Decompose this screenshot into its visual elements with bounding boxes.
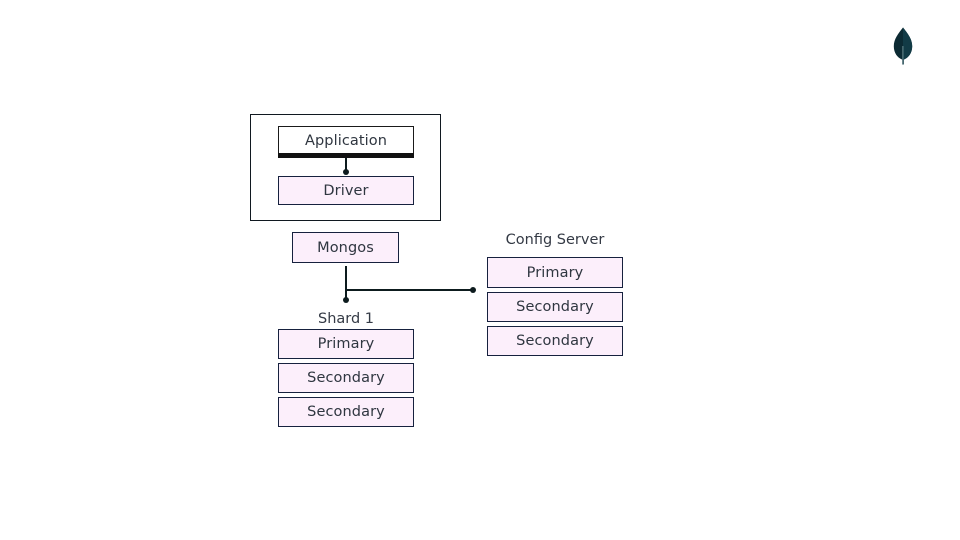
config-server-member-primary-label: Primary bbox=[526, 264, 584, 281]
connector-application-to-driver bbox=[345, 158, 347, 174]
shard-member-primary[interactable]: Primary bbox=[278, 329, 414, 359]
node-mongos-label: Mongos bbox=[317, 239, 374, 256]
config-server-member-secondary-1-label: Secondary bbox=[516, 299, 594, 315]
client-group-box bbox=[250, 114, 441, 221]
node-driver-label: Driver bbox=[323, 182, 369, 199]
config-server-member-secondary-1[interactable]: Secondary bbox=[487, 292, 623, 322]
mongodb-leaf-logo bbox=[888, 26, 918, 66]
connector-mongos-to-config-server-endpoint bbox=[470, 286, 476, 293]
shard-member-secondary-2[interactable]: Secondary bbox=[278, 397, 414, 427]
node-application-label: Application bbox=[304, 132, 388, 149]
config-server-member-secondary-2[interactable]: Secondary bbox=[487, 326, 623, 356]
application-bottom-bar bbox=[278, 153, 414, 158]
config-server-caption: Config Server bbox=[505, 232, 605, 248]
node-mongos[interactable]: Mongos bbox=[292, 232, 399, 263]
shard-member-secondary-2-label: Secondary bbox=[307, 404, 385, 420]
node-driver[interactable]: Driver bbox=[278, 176, 414, 205]
shard-caption: Shard 1 bbox=[317, 311, 375, 327]
connector-mongos-to-shard-endpoint bbox=[342, 297, 349, 303]
config-server-member-primary[interactable]: Primary bbox=[487, 257, 623, 288]
shard-member-primary-label: Primary bbox=[317, 336, 375, 352]
connector-mongos-to-config-server bbox=[345, 289, 474, 291]
node-application[interactable]: Application bbox=[278, 126, 414, 155]
shard-member-secondary-1[interactable]: Secondary bbox=[278, 363, 414, 393]
config-server-member-secondary-2-label: Secondary bbox=[516, 333, 594, 349]
connector-mongos-to-shard bbox=[345, 266, 347, 300]
shard-member-secondary-1-label: Secondary bbox=[307, 370, 385, 386]
connector-application-to-driver-endpoint bbox=[342, 169, 349, 175]
